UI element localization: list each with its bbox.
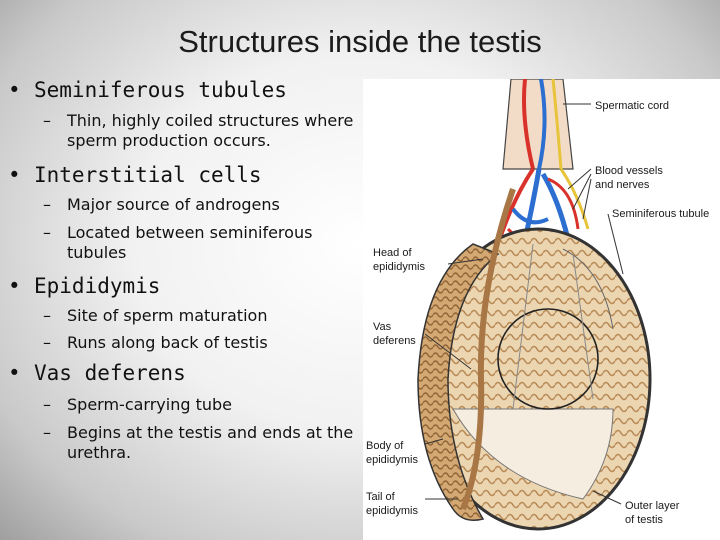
dash-glyph: –	[43, 111, 51, 130]
dash-glyph: –	[43, 223, 51, 242]
label-tail-epididymis: epididymis	[366, 505, 418, 517]
vas-deferens	[460, 188, 516, 511]
sub-bullet-text: Site of sperm maturation	[67, 306, 268, 325]
label-head-epididymis: epididymis	[373, 261, 425, 273]
sub-bullet: –Major source of androgens	[43, 195, 358, 215]
dash-glyph: –	[43, 423, 51, 442]
dash-glyph: –	[43, 306, 51, 325]
label-spermatic-cord: Spermatic cord	[595, 100, 669, 112]
bullet-glyph: •	[8, 361, 21, 385]
epididymis	[417, 243, 500, 521]
label-outer-layer: Outer layer	[625, 500, 680, 512]
bullet-vas-deferens: • Vas deferens	[8, 361, 186, 385]
sub-bullet-text: Runs along back of testis	[67, 333, 268, 352]
label-blood-vessels: Blood vessels	[595, 165, 663, 177]
bullet-glyph: •	[8, 163, 21, 187]
label-body-of: Body of	[366, 440, 404, 452]
bullet-label: Interstitial cells	[34, 163, 262, 187]
sub-bullet-text: Located between seminiferous tubules	[67, 223, 313, 262]
testis-diagram-svg: Spermatic cord Blood vessels and nerves …	[366, 79, 709, 531]
sub-bullet: –Sperm-carrying tube	[43, 395, 358, 415]
label-head-of: Head of	[373, 247, 412, 259]
bullet-label: Seminiferous tubules	[34, 78, 287, 102]
bullet-label: Epididymis	[34, 274, 161, 298]
bullet-epididymis: • Epididymis	[8, 274, 160, 298]
dash-glyph: –	[43, 333, 51, 352]
testis-body	[424, 227, 652, 531]
sub-bullet-text: Begins at the testis and ends at the ure…	[67, 423, 354, 462]
label-body-epididymis: epididymis	[366, 454, 418, 466]
label-tail-of: Tail of	[366, 491, 396, 503]
sub-bullet-text: Thin, highly coiled structures where spe…	[67, 111, 354, 150]
label-vas: Vas	[373, 321, 392, 333]
bullet-seminiferous-tubules: • Seminiferous tubules	[8, 78, 287, 102]
sub-bullet: –Thin, highly coiled structures where sp…	[43, 111, 358, 151]
leader-lines	[424, 103, 624, 505]
dash-glyph: –	[43, 395, 51, 414]
sub-bullet: –Site of sperm maturation	[43, 306, 358, 326]
label-of-testis: of testis	[625, 514, 663, 526]
bullet-glyph: •	[8, 78, 21, 102]
label-and-nerves: and nerves	[595, 179, 650, 191]
sub-bullet-text: Major source of androgens	[67, 195, 280, 214]
bullet-label: Vas deferens	[34, 361, 186, 385]
sub-bullet: –Begins at the testis and ends at the ur…	[43, 423, 358, 463]
spermatic-cord	[502, 79, 574, 170]
sub-bullet: –Located between seminiferous tubules	[43, 223, 358, 263]
bullet-glyph: •	[8, 274, 21, 298]
label-seminiferous-tubule: Seminiferous tubule	[612, 208, 709, 220]
dash-glyph: –	[43, 195, 51, 214]
testis-diagram: Spermatic cord Blood vessels and nerves …	[363, 79, 720, 540]
label-deferens: deferens	[373, 335, 416, 347]
sub-bullet: –Runs along back of testis	[43, 333, 358, 353]
sub-bullet-text: Sperm-carrying tube	[67, 395, 232, 414]
slide-title: Structures inside the testis	[178, 24, 542, 59]
bullet-interstitial-cells: • Interstitial cells	[8, 163, 262, 187]
